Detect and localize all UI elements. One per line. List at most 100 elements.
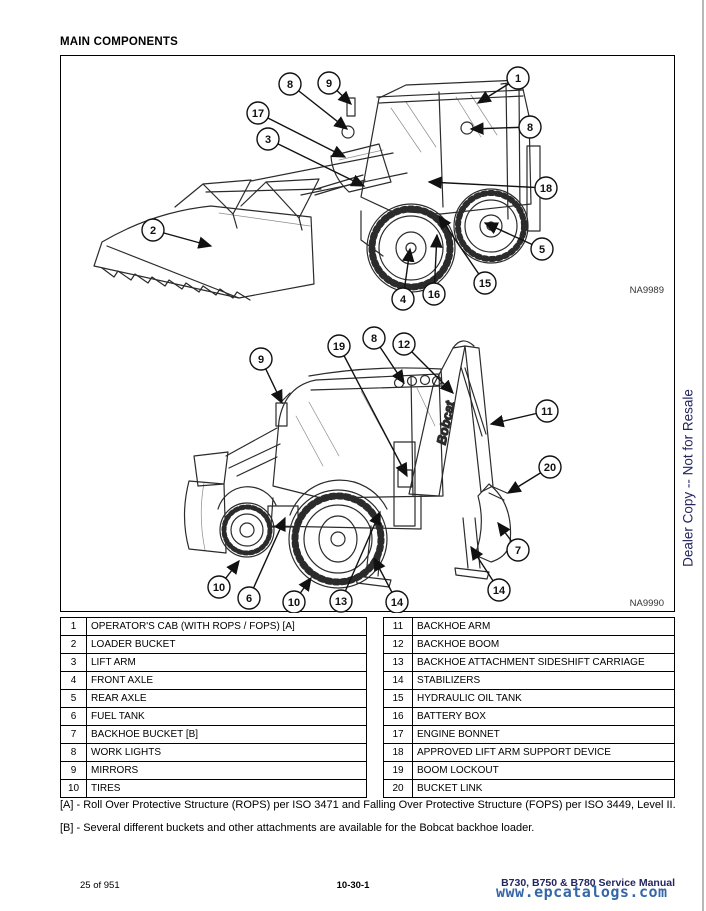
part-number: 12: [383, 635, 413, 654]
part-number: 1: [60, 617, 87, 636]
callout-number: 10: [288, 597, 300, 609]
part-number: 3: [60, 653, 87, 672]
figure-code-lower: NA9990: [630, 598, 664, 609]
part-name: BACKHOE BOOM: [412, 635, 675, 654]
callout-arrow-17: [257, 112, 347, 158]
footer-page-number: 25 of 951: [80, 880, 120, 891]
part-number: 6: [60, 707, 87, 726]
callout-number: 12: [398, 339, 410, 351]
callout-circle-20: [538, 455, 562, 479]
footnote-b: [B] - Several different buckets and othe…: [60, 822, 535, 835]
part-name: BACKHOE ARM: [412, 617, 675, 636]
figure-code-upper: NA9989: [630, 285, 664, 296]
callout-number: 16: [428, 289, 440, 301]
callout-number: 5: [539, 244, 545, 256]
footer-section-code: 10-30-1: [336, 880, 370, 891]
callout-number: 4: [400, 294, 407, 306]
part-number: 19: [383, 761, 413, 780]
part-name: OPERATOR'S CAB (WITH ROPS / FOPS) [A]: [86, 617, 367, 636]
callout-arrow-13: [340, 510, 381, 602]
callout-circle-15: [473, 271, 497, 295]
part-name: BACKHOE ATTACHMENT SIDESHIFT CARRIAGE: [412, 653, 675, 672]
callout-circle-3: [256, 127, 280, 151]
footer-website-text: www.epcatalogs.com: [496, 883, 668, 901]
part-number: 10: [60, 779, 87, 798]
part-number: 13: [383, 653, 413, 672]
part-name: HYDRAULIC OIL TANK: [412, 689, 675, 708]
callout-number: 10: [213, 582, 225, 594]
part-number: 7: [60, 725, 87, 744]
part-name: MIRRORS: [86, 761, 367, 780]
callout-circle-17: [246, 101, 270, 125]
callout-circle-14: [385, 590, 409, 613]
part-number: 15: [383, 689, 413, 708]
callout-number: 1: [515, 73, 521, 85]
part-name: BATTERY BOX: [412, 707, 675, 726]
callout-circle-8: [278, 72, 302, 96]
part-number: 11: [383, 617, 413, 636]
callout-number: 14: [493, 585, 506, 597]
callout-number: 9: [326, 78, 332, 90]
footnote-a: [A] - Roll Over Protective Structure (RO…: [60, 799, 676, 811]
callout-circle-9: [249, 347, 273, 371]
page-title: MAIN COMPONENTS: [60, 36, 178, 48]
part-name: BOOM LOCKOUT: [412, 761, 675, 780]
callout-circle-8: [362, 326, 386, 350]
callout-number: 8: [371, 333, 377, 345]
part-name: APPROVED LIFT ARM SUPPORT DEVICE: [412, 743, 675, 762]
callout-number: 8: [287, 79, 293, 91]
bobcat-logo-text: Bobcat: [434, 399, 458, 446]
callout-arrow-15: [438, 214, 486, 284]
callout-number: 14: [391, 597, 404, 609]
backhoe-front-view-sketch: [93, 79, 541, 301]
callout-circle-6: [237, 586, 261, 610]
footnotes: [A] - Roll Over Protective Structure (RO…: [60, 799, 677, 846]
part-number: 9: [60, 761, 87, 780]
callout-number: 2: [150, 225, 156, 237]
callout-arrow-3: [267, 138, 366, 187]
part-name: ENGINE BONNET: [412, 725, 675, 744]
callout-circle-13: [329, 589, 353, 613]
dealer-copy-watermark: Dealer Copy -- Not for Resale: [680, 389, 696, 567]
callout-circle-10: [282, 590, 306, 613]
callout-circle-5: [530, 237, 554, 261]
part-name: FUEL TANK: [86, 707, 367, 726]
callout-circle-1: [506, 66, 530, 90]
footer-manual-title: B730, B750 & B780 Service Manual: [501, 877, 675, 889]
callout-arrow-18: [427, 176, 547, 189]
part-number: 17: [383, 725, 413, 744]
callout-circle-9: [317, 71, 341, 95]
callout-arrow-6: [248, 516, 286, 599]
part-number: 5: [60, 689, 87, 708]
callout-circle-18: [534, 176, 558, 200]
callout-number: 19: [333, 341, 345, 353]
callout-number: 9: [258, 354, 264, 366]
callout-number: 20: [544, 462, 556, 474]
callout-circle-11: [535, 399, 559, 423]
part-name: WORK LIGHTS: [86, 743, 367, 762]
callout-circle-19: [327, 334, 351, 358]
callout-circle-14: [487, 578, 511, 602]
callout-circle-10: [207, 575, 231, 599]
part-name: LOADER BUCKET: [86, 635, 367, 654]
callout-number: 18: [540, 183, 552, 195]
part-name: TIRES: [86, 779, 367, 798]
part-number: 18: [383, 743, 413, 762]
